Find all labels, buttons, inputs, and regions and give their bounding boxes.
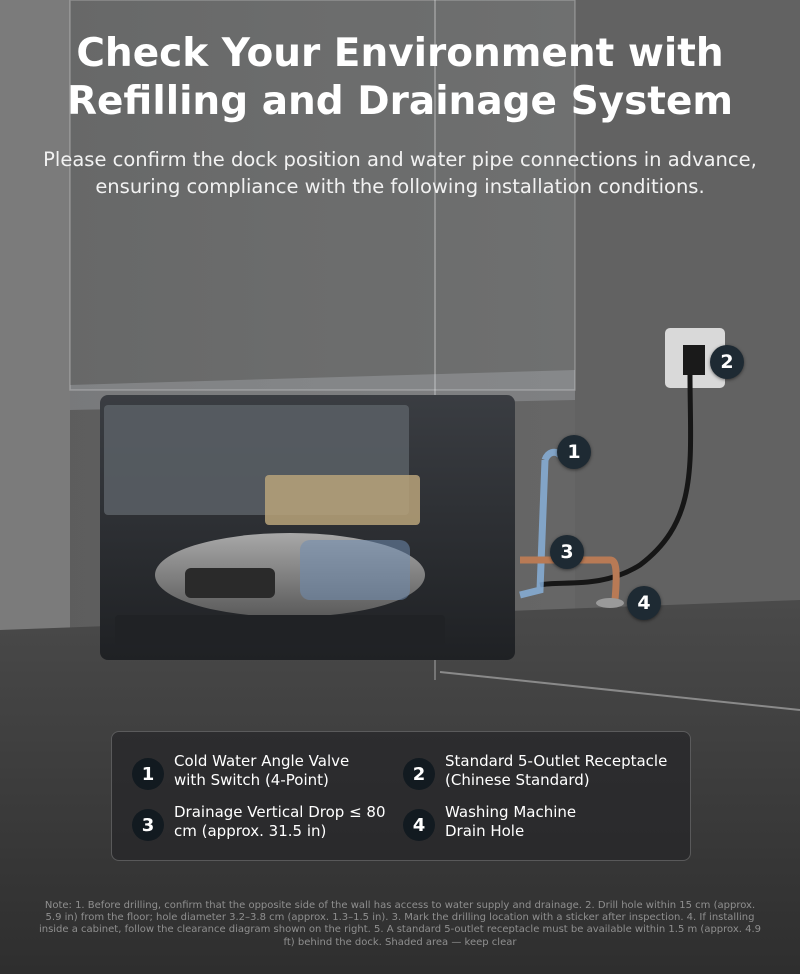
title-line-1: Check Your Environment with <box>76 31 724 76</box>
legend-number-3: 3 <box>132 809 164 841</box>
floor-edge <box>439 671 800 711</box>
legend-label-4-line-2: Drain Hole <box>445 822 525 840</box>
legend-label-4: Washing Machine Drain Hole <box>445 803 576 841</box>
legend-number-2: 2 <box>403 758 435 790</box>
legend-panel: 1 Cold Water Angle Valve with Switch (4-… <box>111 731 691 861</box>
legend-label-2: Standard 5-Outlet Receptacle (Chinese St… <box>445 752 667 790</box>
legend-label-2-line-2: (Chinese Standard) <box>445 771 590 789</box>
marker-3-drain-pipe: 3 <box>550 535 584 569</box>
power-cable <box>539 374 694 588</box>
legend-label-3-line-1: Drainage Vertical Drop ≤ 80 <box>174 803 386 821</box>
left-wall-panel <box>0 0 70 630</box>
legend-item-1: 1 Cold Water Angle Valve with Switch (4-… <box>132 752 349 790</box>
legend-item-3: 3 Drainage Vertical Drop ≤ 80 cm (approx… <box>132 803 386 841</box>
drain-hole-icon <box>596 598 624 608</box>
legend-number-4: 4 <box>403 809 435 841</box>
marker-1-water-valve: 1 <box>557 435 591 469</box>
subtitle-line-2: ensuring compliance with the following i… <box>95 175 705 198</box>
title-line-2: Refilling and Drainage System <box>66 79 734 124</box>
subtitle-line-1: Please confirm the dock position and wat… <box>43 148 757 171</box>
power-plug-icon <box>683 345 705 375</box>
legend-label-4-line-1: Washing Machine <box>445 803 577 821</box>
marker-4-drain-hole: 4 <box>627 586 661 620</box>
marker-2-power-outlet: 2 <box>710 345 744 379</box>
page-title: Check Your Environment with Refilling an… <box>0 30 800 126</box>
dock-ramp <box>115 615 445 645</box>
legend-label-3: Drainage Vertical Drop ≤ 80 cm (approx. … <box>174 803 386 841</box>
legend-label-2-line-1: Standard 5-Outlet Receptacle <box>445 752 668 770</box>
installation-note: Note: 1. Before drilling, confirm that t… <box>38 900 762 948</box>
dock-tank <box>265 475 420 525</box>
legend-label-1-line-2: with Switch (4-Point) <box>174 771 329 789</box>
page-subtitle: Please confirm the dock position and wat… <box>20 146 780 200</box>
legend-label-1: Cold Water Angle Valve with Switch (4-Po… <box>174 752 349 790</box>
legend-number-1: 1 <box>132 758 164 790</box>
glass-cabinet <box>69 0 576 391</box>
legend-item-4: 4 Washing Machine Drain Hole <box>403 803 576 841</box>
legend-label-3-line-2: cm (approx. 31.5 in) <box>174 822 327 840</box>
legend-label-1-line-1: Cold Water Angle Valve <box>174 752 350 770</box>
right-wall-panel <box>575 0 800 610</box>
drain-pipe-icon <box>520 556 620 601</box>
legend-item-2: 2 Standard 5-Outlet Receptacle (Chinese … <box>403 752 667 790</box>
mop-roller <box>300 540 410 600</box>
